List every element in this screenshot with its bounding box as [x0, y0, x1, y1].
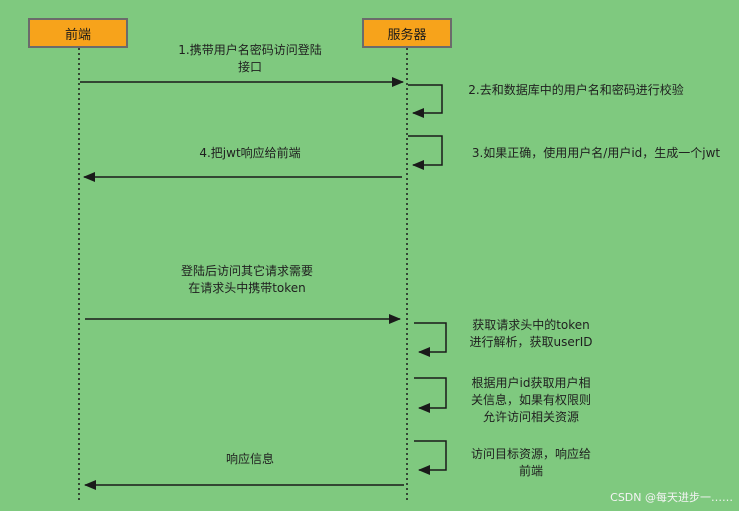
note-m6-label: 获取请求头中的token进行解析，获取userID: [469, 318, 593, 349]
message-m4-label: 4.把jwt响应给前端: [199, 146, 301, 160]
self-loop-m2: [408, 84, 443, 118]
self-loop-m3: [408, 135, 443, 170]
participant-frontend-label: 前端: [64, 27, 91, 43]
note-m8-label: 访问目标资源，响应给前端: [470, 447, 591, 478]
note-m2-label: 2.去和数据库中的用户名和密码进行校验: [468, 83, 684, 97]
participant-frontend: 前端: [28, 18, 128, 48]
participant-server: 服务器: [362, 18, 452, 48]
self-loop-m8: [414, 440, 447, 475]
participant-server-label: 服务器: [387, 27, 427, 43]
message-m5-label: 登陆后访问其它请求需要在请求头中携带token: [180, 264, 313, 295]
self-loop-m7: [414, 377, 447, 413]
note-m3-label: 3.如果正确，使用用户名/用户id，生成一个jwt: [471, 146, 721, 160]
message-m1-label: 1.携带用户名密码访问登陆接口: [178, 43, 322, 74]
self-loop-m6: [414, 322, 447, 357]
note-m7-label: 根据用户id获取用户相关信息，如果有权限则允许访问相关资源: [470, 376, 591, 424]
watermark: CSDN @每天进步一……: [610, 491, 733, 504]
message-m9-label: 响应信息: [225, 452, 274, 466]
